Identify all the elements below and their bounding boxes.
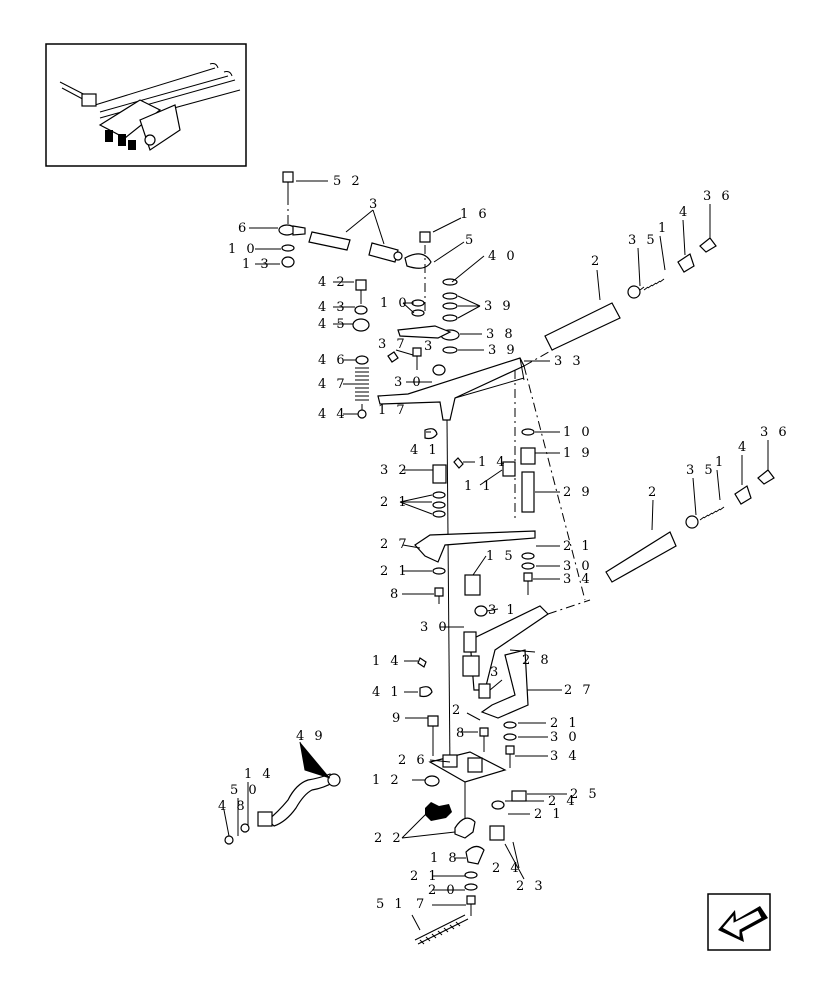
callout-30: 3 0 (420, 620, 450, 635)
callout-47: 4 7 (318, 377, 348, 392)
callout-27: 2 7 (564, 683, 594, 698)
callout-30: 3 0 (563, 559, 593, 574)
callout-43: 4 3 (318, 300, 348, 315)
callout-30: 3 0 (550, 730, 580, 745)
callout-16: 1 6 (460, 207, 490, 222)
callout-28: 2 8 (522, 653, 552, 668)
callout-39: 3 9 (484, 299, 514, 314)
callout-4: 4 (738, 440, 749, 455)
callout-8: 8 (456, 726, 467, 741)
callout-labels: 5 2 3 6 1 6 1 0 5 1 3 4 0 4 2 1 0 3 9 4 … (218, 174, 790, 912)
callout-6: 6 (238, 221, 249, 236)
base-assembly (414, 751, 527, 945)
callout-21: 2 1 (550, 716, 580, 731)
callout-41: 4 1 (372, 685, 402, 700)
callout-22: 2 2 (374, 831, 404, 846)
callout-40: 4 0 (488, 249, 518, 264)
callout-14: 1 4 (478, 455, 508, 470)
callout-46: 4 6 (318, 353, 348, 368)
callout-20: 2 0 (428, 883, 458, 898)
callout-29: 2 9 (563, 485, 593, 500)
callout-31: 3 1 (488, 603, 518, 618)
callout-21: 2 1 (563, 539, 593, 554)
callout-36: 3 6 (703, 189, 733, 204)
callout-21: 2 1 (410, 869, 440, 884)
callout-49: 4 9 (296, 729, 326, 744)
callout-11: 1 1 (464, 479, 494, 494)
callout-52: 5 2 (333, 174, 363, 189)
callout-25: 2 5 (570, 787, 600, 802)
callout-19: 1 9 (563, 446, 593, 461)
callout-27: 2 7 (380, 537, 410, 552)
cylinder-assembly-upper (544, 237, 717, 351)
callout-17: 1 7 (378, 403, 408, 418)
callout-50: 5 0 (230, 783, 260, 798)
callout-23: 2 3 (516, 879, 546, 894)
callout-44: 4 4 (318, 407, 348, 422)
callout-8: 8 (390, 587, 401, 602)
arrow-down-left-icon (707, 893, 771, 951)
callout-48: 4 8 (218, 799, 248, 814)
overview-thumbnail (45, 43, 247, 167)
callout-3: 3 (369, 197, 380, 212)
callout-37: 3 7 (378, 337, 408, 352)
callout-9: 9 (392, 711, 403, 726)
callout-41: 4 1 (410, 443, 440, 458)
callout-45: 4 5 (318, 317, 348, 332)
callout-3: 3 (424, 339, 435, 354)
callout-14: 1 4 (372, 654, 402, 669)
callout-10: 1 0 (380, 296, 410, 311)
callout-24: 2 4 (548, 794, 578, 809)
callout-2: 2 (648, 485, 659, 500)
callout-2: 2 (591, 254, 602, 269)
cylinder-assembly-lower (605, 469, 775, 583)
callout-34: 3 4 (550, 749, 580, 764)
hose-assembly (224, 773, 341, 845)
callout-32: 3 2 (380, 463, 410, 478)
callout-10: 1 0 (228, 242, 258, 257)
callout-7: 7 (416, 897, 427, 912)
control-levers (377, 339, 591, 771)
callout-4: 4 (679, 205, 690, 220)
callout-1: 1 (658, 221, 669, 236)
callout-30: 3 0 (394, 375, 424, 390)
leader-lines (223, 180, 769, 931)
callout-5: 5 (465, 233, 476, 248)
callout-21: 2 1 (380, 495, 410, 510)
callout-36: 3 6 (760, 425, 790, 440)
callout-34: 3 4 (563, 572, 593, 587)
callout-21: 2 1 (534, 807, 564, 822)
callout-26: 2 6 (398, 753, 428, 768)
callout-35: 3 5 (686, 463, 716, 478)
callout-21: 2 1 (380, 564, 410, 579)
callout-2: 2 (452, 703, 463, 718)
callout-38: 3 8 (486, 327, 516, 342)
callout-35: 3 5 (628, 233, 658, 248)
callout-51: 5 1 (376, 897, 406, 912)
callout-14: 1 4 (244, 767, 274, 782)
callout-42: 4 2 (318, 275, 348, 290)
callout-15: 1 5 (486, 549, 516, 564)
callout-12: 1 2 (372, 773, 402, 788)
upper-arm-assembly (278, 171, 460, 419)
callout-24: 2 4 (492, 861, 522, 876)
callout-10: 1 0 (563, 425, 593, 440)
callout-33: 3 3 (554, 354, 584, 369)
callout-3: 3 (490, 665, 501, 680)
callout-39: 3 9 (488, 343, 518, 358)
callout-1: 1 (715, 455, 726, 470)
callout-18: 1 8 (430, 851, 460, 866)
callout-13: 1 3 (242, 257, 272, 272)
